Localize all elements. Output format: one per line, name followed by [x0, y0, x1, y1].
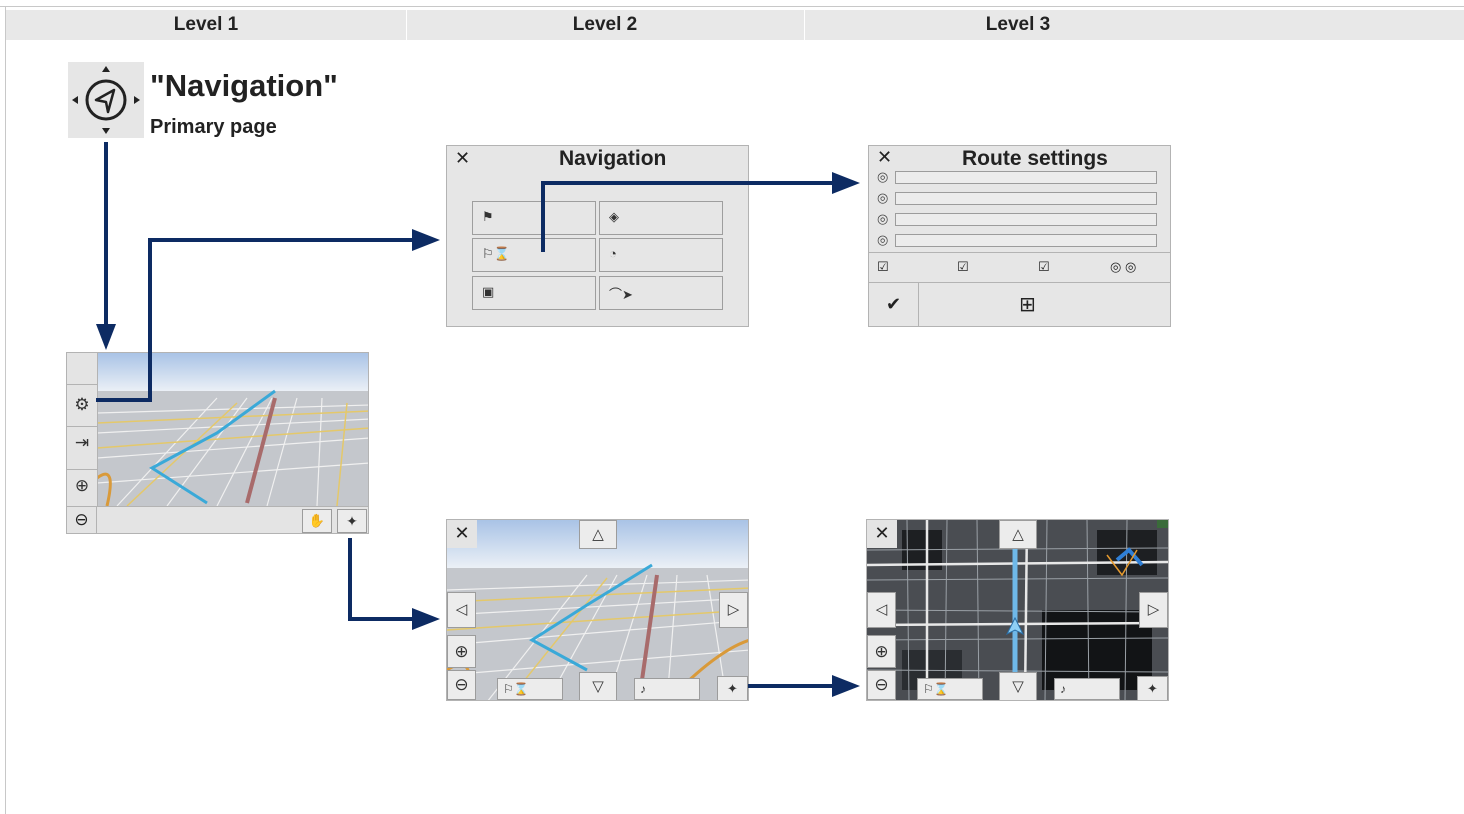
voice-guidance-icon: ◔ [609, 246, 617, 261]
exit-icon[interactable]: ⇥ [67, 426, 97, 459]
map-2d-view [867, 520, 1168, 700]
arrow-map-to-3d-map [348, 538, 414, 621]
scroll-up-icon[interactable]: △ [579, 520, 617, 549]
voice-guidance-button[interactable]: ◔ [599, 238, 723, 272]
header-divider [406, 10, 407, 40]
compass-arrow-icon [72, 66, 140, 134]
radio-icon[interactable]: ◎ [877, 169, 889, 184]
radio-icon[interactable]: ◎ [877, 190, 889, 205]
primary-page-title: "Navigation" [150, 68, 338, 103]
navigation-menu-panel: ✕ Navigation ⚑ ◈ ⚐⌛ ◔ ▣ ⌒➤ [446, 145, 749, 327]
header-divider [804, 10, 805, 40]
position-icon: ◈ [609, 209, 619, 224]
music-note-icon[interactable]: ♪ [634, 678, 700, 700]
save-icon: ▣ [482, 284, 495, 299]
save-button[interactable]: ▣ [472, 276, 596, 310]
destination-flag-button[interactable]: ⚑ [472, 201, 596, 235]
pan-hand-icon[interactable]: ✋ [302, 509, 332, 533]
compass-icon[interactable]: ✦ [1137, 676, 1168, 700]
checkbox-icon[interactable]: ☑ [1038, 259, 1050, 274]
traffic-icon: ⌒➤ [609, 287, 633, 302]
map-sidebar: ⚙ ⇥ ⊕ [67, 353, 98, 506]
compass-icon[interactable]: ✦ [717, 676, 748, 700]
zoom-out-icon[interactable]: ⊖ [447, 670, 476, 700]
top-rule [0, 6, 1464, 7]
zoom-out-icon[interactable]: ⊖ [67, 507, 97, 533]
options-row: ☑ ☑ ☑ ◎ ◎ [869, 252, 1170, 283]
checkmark-icon[interactable]: ✔ [869, 283, 919, 326]
route-flag-icon: ⚐⌛ [482, 246, 510, 261]
checkbox-icon[interactable]: ☑ [957, 259, 969, 274]
setting-row[interactable] [895, 234, 1157, 247]
radio-pair-icon[interactable]: ◎ ◎ [1110, 259, 1137, 274]
arrowhead [832, 172, 860, 194]
map-bottom-bar: ⊖ ✋ ✦ [67, 506, 368, 533]
route-settings-title: Route settings [962, 147, 1108, 170]
map-grid-icon[interactable]: ⊞ [1019, 294, 1036, 316]
radio-icon[interactable]: ◎ [877, 211, 889, 226]
close-icon[interactable]: ✕ [447, 520, 477, 548]
arrowhead [832, 675, 860, 697]
scroll-right-icon[interactable]: ▷ [719, 592, 748, 628]
arrowhead [412, 608, 440, 630]
music-note-icon[interactable]: ♪ [1054, 678, 1120, 700]
scroll-up-icon[interactable]: △ [999, 520, 1037, 549]
destination-flag-icon: ⚑ [482, 209, 494, 224]
map-2d-screen: ✕ △ ◁ ▷ ⊕ ⊖ ⚐⌛ ▽ ♪ ✦ [866, 519, 1169, 701]
close-icon[interactable]: ✕ [455, 148, 471, 168]
scroll-down-icon[interactable]: ▽ [579, 672, 617, 700]
scroll-right-icon[interactable]: ▷ [1139, 592, 1168, 628]
scroll-down-icon[interactable]: ▽ [999, 672, 1037, 700]
map-3d-screen: ✕ △ ◁ ▷ ⊕ ⊖ ⚐⌛ ▽ ♪ ✦ [446, 519, 749, 701]
navigation-menu-title: Navigation [559, 147, 667, 170]
zoom-out-icon[interactable]: ⊖ [867, 670, 896, 700]
level2-label: Level 2 [572, 14, 638, 35]
level1-label: Level 1 [173, 14, 239, 35]
route-options-icon[interactable]: ⚐⌛ [917, 678, 983, 700]
setting-row[interactable] [895, 213, 1157, 226]
position-button[interactable]: ◈ [599, 201, 723, 235]
arrowhead [96, 324, 116, 350]
navigation-mode-icon[interactable] [68, 62, 144, 138]
setting-row[interactable] [895, 171, 1157, 184]
checkbox-icon[interactable]: ☑ [877, 259, 889, 274]
route-options-icon[interactable]: ⚐⌛ [497, 678, 563, 700]
route-options-button[interactable]: ⚐⌛ [472, 238, 596, 272]
close-icon[interactable]: ✕ [877, 147, 893, 167]
scroll-left-icon[interactable]: ◁ [867, 592, 896, 628]
traffic-button[interactable]: ⌒➤ [599, 276, 723, 310]
primary-map-screen: ⚙ ⇥ ⊕ ⊖ ✋ ✦ [66, 352, 369, 534]
zoom-in-icon[interactable]: ⊕ [447, 635, 476, 668]
left-rule [5, 6, 6, 814]
level-header: Level 1 Level 2 Level 3 [6, 10, 1464, 40]
compass-icon[interactable]: ✦ [337, 509, 367, 533]
route-settings-panel: ✕ Route settings ◎ ◎ ◎ ◎ ☑ ☑ ☑ ◎ ◎ ✔ ⊞ [868, 145, 1171, 327]
scroll-left-icon[interactable]: ◁ [447, 592, 476, 628]
map-3d-view [97, 353, 368, 506]
settings-gear-icon[interactable]: ⚙ [67, 384, 97, 426]
level3-label: Level 3 [985, 14, 1051, 35]
radio-icon[interactable]: ◎ [877, 232, 889, 247]
zoom-in-icon[interactable]: ⊕ [67, 469, 97, 502]
close-icon[interactable]: ✕ [867, 520, 897, 548]
zoom-in-icon[interactable]: ⊕ [867, 635, 896, 668]
primary-page-subtitle: Primary page [150, 116, 277, 138]
setting-row[interactable] [895, 192, 1157, 205]
arrowhead [412, 229, 440, 251]
